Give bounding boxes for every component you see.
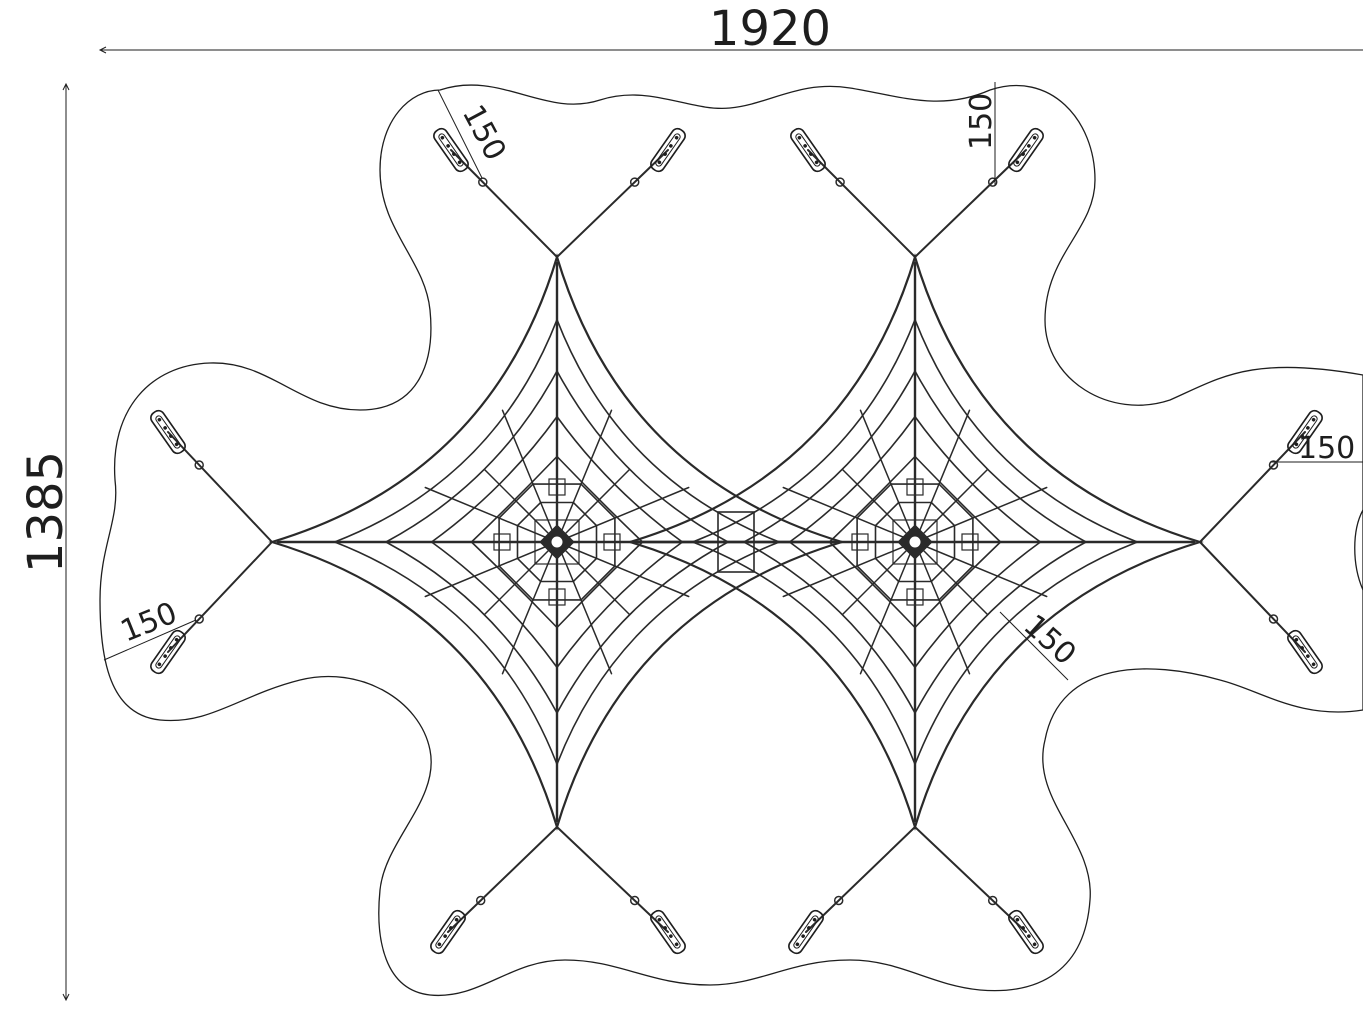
overall-height-label: 1385 [18,451,74,573]
clearance-label-top-right: 150 [964,93,999,150]
clearance-line-left [103,619,197,661]
clearance-label-center-right: 150 [1017,608,1083,672]
anchor-cables [167,149,1306,933]
net-bridge [717,511,755,573]
height-dimension-line [62,82,70,1002]
clearance-line-center-right [999,611,1069,681]
net-structure-right [626,253,1204,831]
width-dimension-line [98,46,1363,54]
overall-width-label: 1920 [709,1,831,57]
clearance-label-right: 150 [1298,431,1355,466]
safety-zone-outline [99,84,1363,997]
safety-zone-right-fragment [1354,509,1363,591]
clearance-line-top-left [437,89,483,179]
